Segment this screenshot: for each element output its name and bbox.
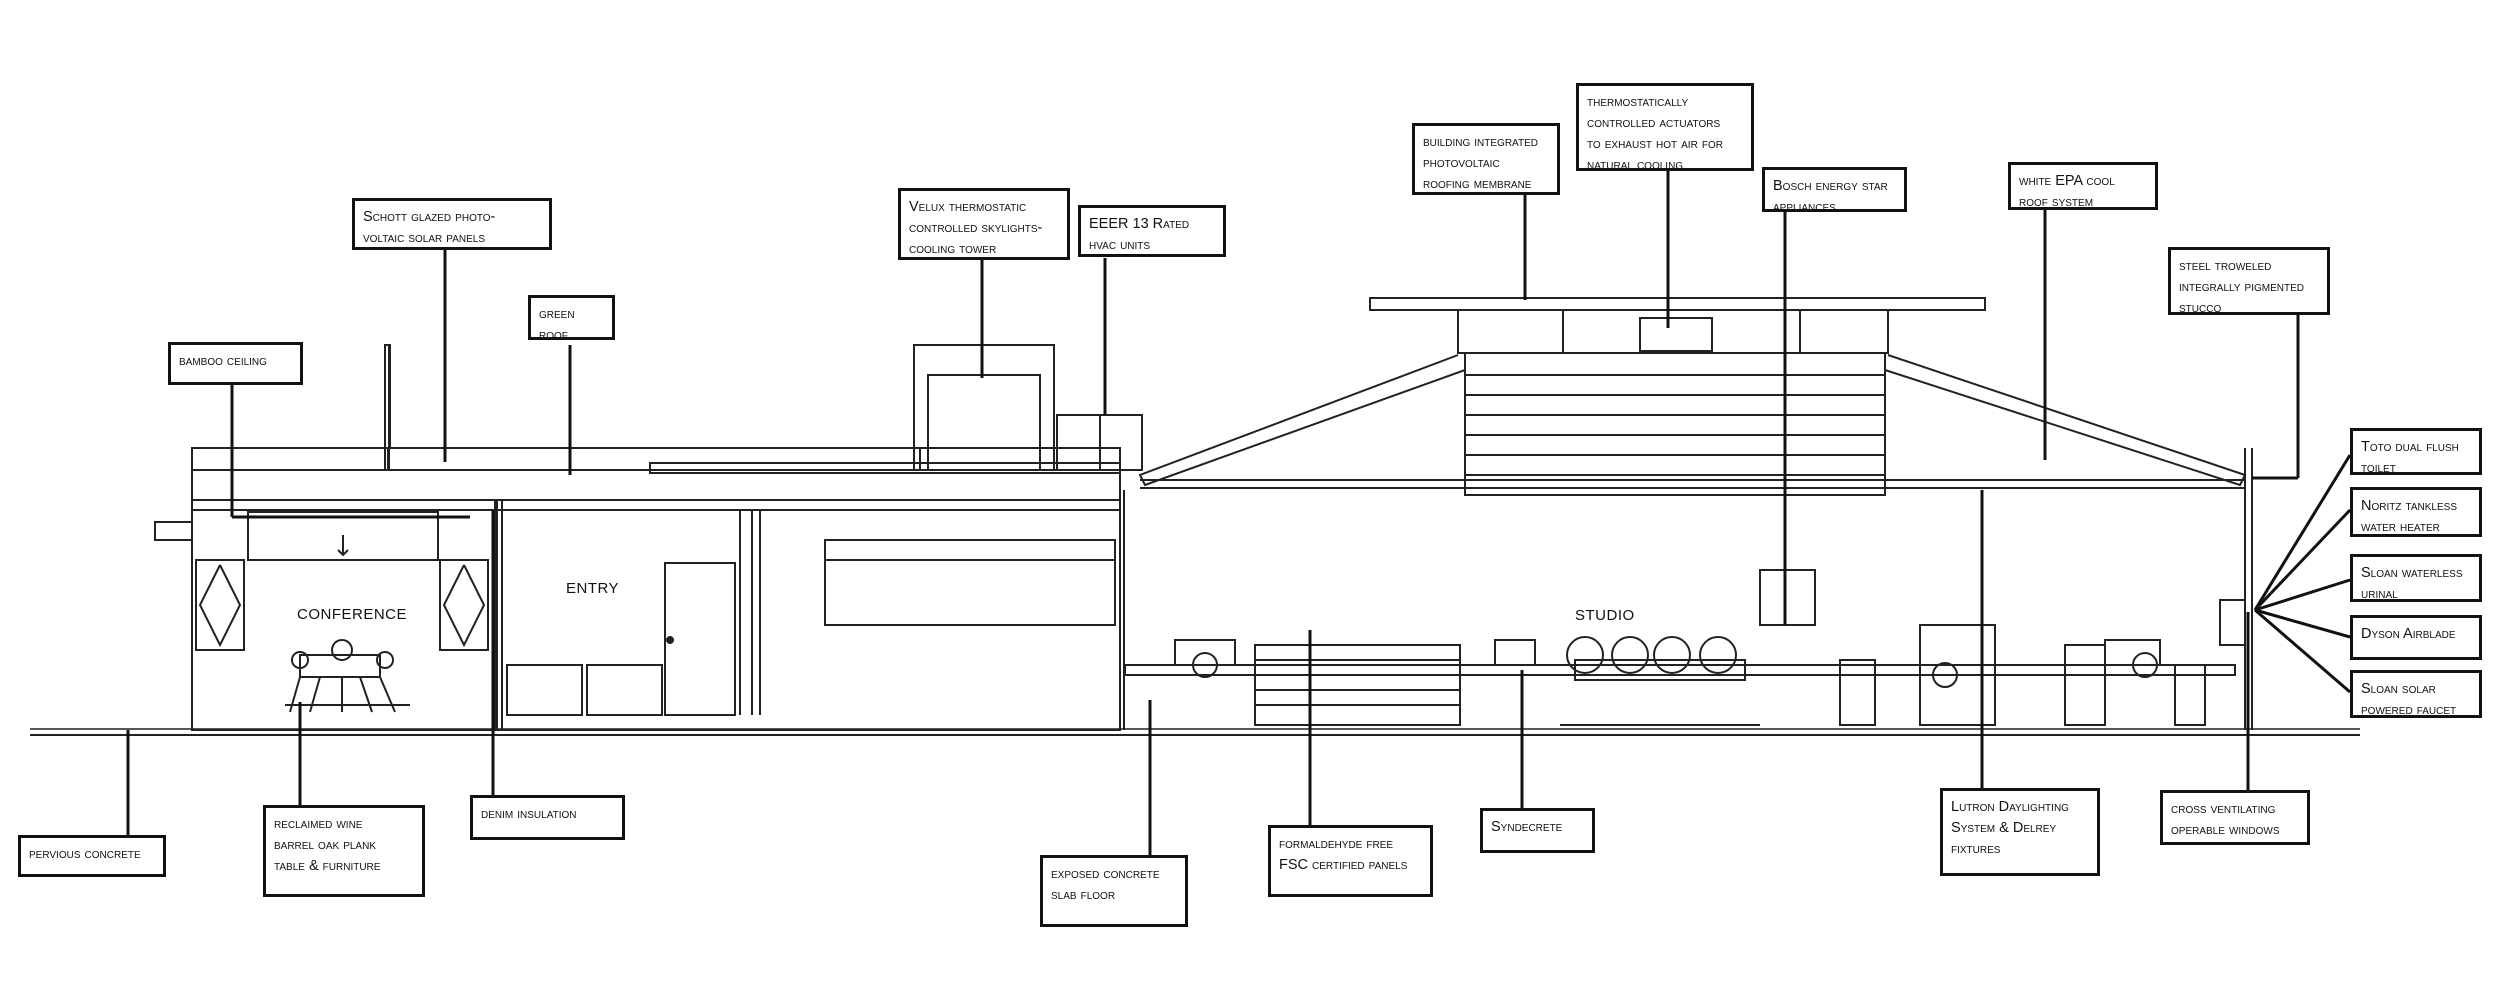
callout-sloan-faucet: Sloan solar powered faucet <box>2350 670 2482 718</box>
callout-eeer-hvac: EEER 13 Rated hvac units <box>1078 205 1226 257</box>
velux-cooling-tower <box>913 344 1055 471</box>
conference-chairs <box>285 639 410 713</box>
room-label-studio: STUDIO <box>1575 607 1635 624</box>
entry-door <box>664 562 736 716</box>
callout-green-roof: green roof <box>528 295 615 343</box>
callout-bamboo-ceiling: bamboo ceiling <box>168 342 303 385</box>
callout-lutron-daylighting: Lutron Daylighting System & Delrey fixtu… <box>1940 788 2100 876</box>
callout-noritz-heater: Noritz tankless water heater <box>2350 487 2482 537</box>
callout-thermostatic-actuators: thermostatically controlled actuators to… <box>1576 83 1754 173</box>
studio-roof <box>1138 297 2247 496</box>
callout-steel-stucco: steel troweled integrally pigmented stuc… <box>2168 247 2330 316</box>
callout-denim-insulation: denim insulation <box>470 795 625 840</box>
callout-bosch-appliances: Bosch energy star appliances <box>1762 167 1907 215</box>
callout-cross-ventilating-windows: cross ventilating operable windows <box>2160 790 2310 845</box>
conference-wing <box>191 447 1121 731</box>
callout-sloan-urinal: Sloan waterless urinal <box>2350 554 2482 602</box>
callout-dyson-airblade: Dyson Airblade <box>2350 615 2482 660</box>
studio-workstations <box>1124 569 2236 726</box>
callout-velux-skylights: Velux thermostatic controlled skylights-… <box>898 188 1070 260</box>
leader-lines <box>126 168 2352 855</box>
room-label-conference: CONFERENCE <box>297 606 408 623</box>
callout-fsc-panels: formaldehyde free FSC certified panels <box>1268 825 1433 897</box>
callout-bipv-membrane: building integrated photovoltaic roofing… <box>1412 123 1560 195</box>
callout-schott-solar-panels: Schott glazed photo- voltaic solar panel… <box>352 198 552 250</box>
callout-syndecrete: Syndecrete <box>1480 808 1595 853</box>
callout-toto-toilet: Toto dual flush toilet <box>2350 428 2482 476</box>
callout-epa-cool-roof: white EPA cool roof system <box>2008 162 2158 210</box>
callout-pervious-concrete: pervious concrete <box>18 835 166 877</box>
room-label-entry: ENTRY <box>566 580 620 597</box>
callout-reclaimed-wine-barrel: reclaimed wine barrel oak plank table & … <box>263 805 425 897</box>
callout-exposed-concrete: exposed concrete slab floor <box>1040 855 1188 927</box>
